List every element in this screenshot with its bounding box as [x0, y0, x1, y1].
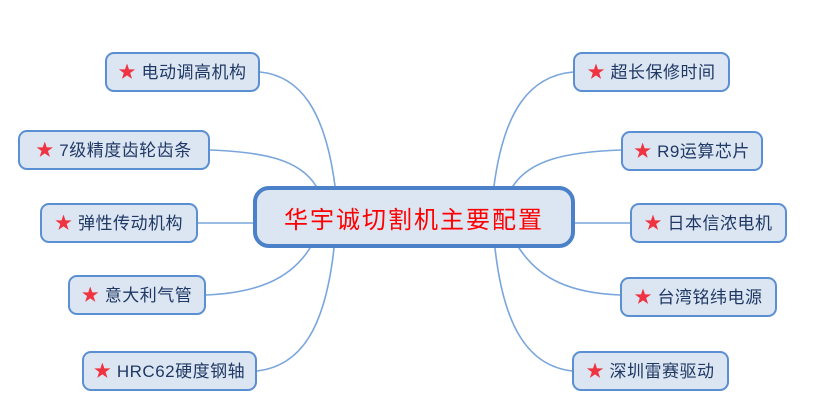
branch-node-right-2[interactable]: R9运算芯片 [621, 131, 763, 171]
branch-node-label: 弹性传动机构 [78, 213, 183, 233]
star-icon [644, 214, 662, 230]
branch-node-right-4[interactable]: 台湾铭纬电源 [620, 277, 777, 317]
branch-node-right-3[interactable]: 日本信浓电机 [630, 203, 787, 243]
branch-node-label: 7级精度齿轮齿条 [59, 140, 192, 160]
branch-node-label: R9运算芯片 [657, 141, 750, 161]
branch-node-left-3[interactable]: 弹性传动机构 [40, 203, 198, 243]
star-icon [36, 141, 53, 157]
branch-node-label: 超长保修时间 [610, 62, 716, 82]
branch-node-left-5[interactable]: HRC62硬度钢轴 [82, 351, 257, 391]
connector-left-2 [209, 149, 317, 187]
connector-right-2 [512, 149, 622, 187]
star-icon [118, 63, 136, 79]
branch-node-label: 电动调高机构 [141, 62, 247, 82]
star-icon [586, 362, 604, 378]
central-node[interactable]: 华宇诚切割机主要配置 [253, 186, 575, 248]
star-icon [55, 214, 72, 230]
branch-node-label: 深圳雷赛驱动 [609, 361, 715, 381]
connector-right-1 [493, 71, 574, 187]
branch-node-label: 日本信浓电机 [667, 213, 773, 233]
central-node-label: 华宇诚切割机主要配置 [284, 205, 544, 234]
star-icon [587, 63, 605, 79]
branch-node-left-4[interactable]: 意大利气管 [68, 275, 206, 315]
connector-left-4 [205, 247, 311, 296]
branch-node-left-2[interactable]: 7级精度齿轮齿条 [18, 130, 210, 170]
star-icon [82, 286, 99, 302]
connector-left-1 [259, 71, 336, 187]
branch-node-right-5[interactable]: 深圳雷赛驱动 [572, 351, 729, 391]
branch-node-label: 台湾铭纬电源 [657, 287, 763, 307]
branch-node-right-1[interactable]: 超长保修时间 [573, 52, 730, 92]
branch-node-left-1[interactable]: 电动调高机构 [105, 52, 260, 92]
connector-right-4 [518, 247, 621, 296]
branch-node-label: HRC62硬度钢轴 [116, 361, 246, 381]
star-icon [634, 142, 651, 158]
star-icon [634, 288, 652, 304]
connector-left-5 [256, 247, 335, 372]
star-icon [94, 362, 111, 378]
branch-node-label: 意大利气管 [104, 285, 193, 305]
connector-right-5 [494, 247, 573, 372]
